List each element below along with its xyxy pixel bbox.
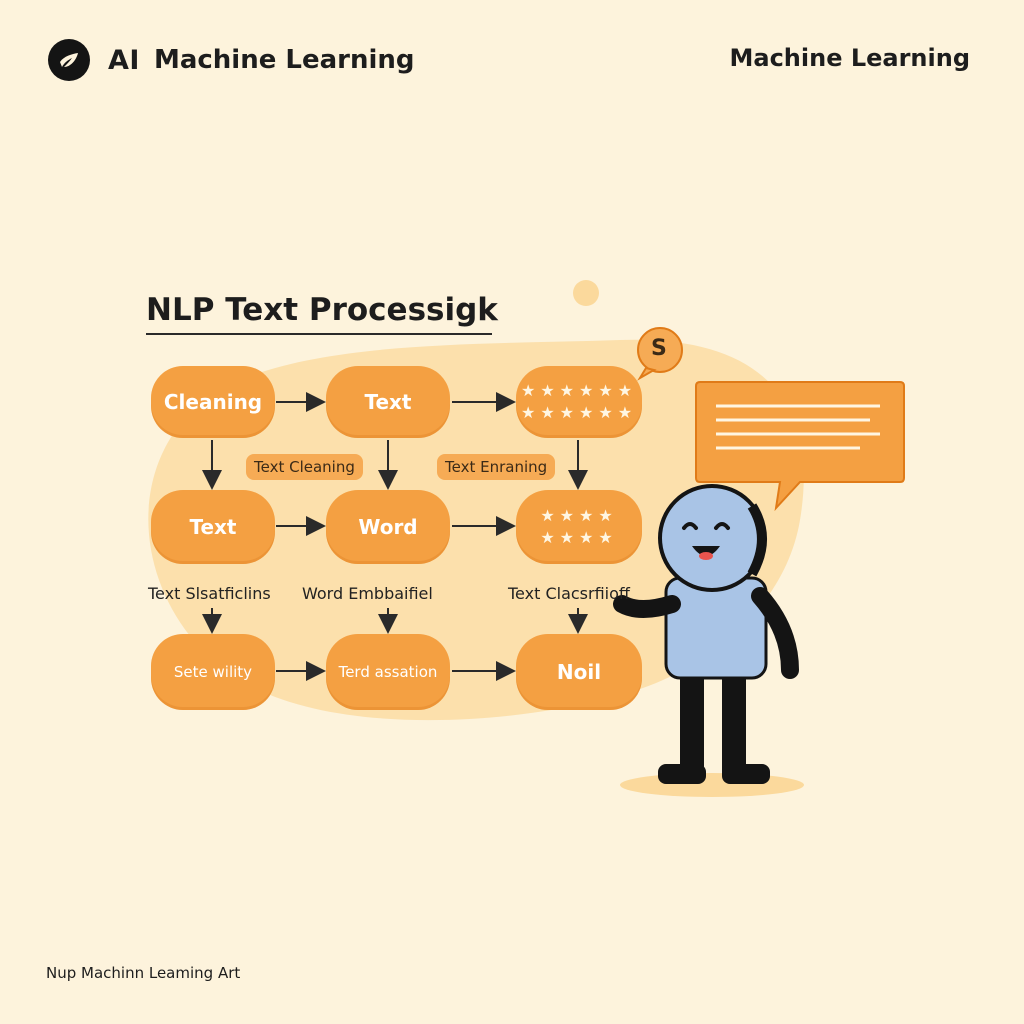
coin-symbol: S <box>651 336 667 361</box>
leaf-brain-icon <box>48 39 90 81</box>
background-blob <box>148 339 804 721</box>
node-label: Terd assation <box>338 663 438 681</box>
node-label: Noil <box>556 660 602 684</box>
node-text-2: Text <box>151 490 275 564</box>
header-right-title: Machine Learning <box>729 44 970 72</box>
node-text-1: Text <box>326 366 450 438</box>
rating-stars-icon: ★★★★★★ ★★★★★★ <box>520 381 638 422</box>
decor-dot <box>573 280 599 306</box>
brand: AI Machine Learning <box>48 38 415 82</box>
pill-text-cleaning: Text Cleaning <box>246 454 363 480</box>
node-label: Cleaning <box>163 390 263 414</box>
node-stars-1: ★★★★★★ ★★★★★★ <box>516 366 642 438</box>
connectors <box>202 392 588 681</box>
node-label: Text <box>364 390 412 414</box>
rating-stars-icon: ★★★★ ★★★★ <box>540 506 618 547</box>
node-sete-wility: Sete wility <box>151 634 275 710</box>
footer-caption: Nup Machinn Leaming Art <box>46 964 241 982</box>
caption-word-embedding: Word Embbaifiel <box>302 584 433 603</box>
caption-text-classifier: Text Clacsrfiioff <box>508 584 630 603</box>
node-terd-assation: Terd assation <box>326 634 450 710</box>
node-stars-2: ★★★★ ★★★★ <box>516 490 642 564</box>
node-word: Word <box>326 490 450 564</box>
node-label: Sete wility <box>173 663 253 681</box>
dollar-coin-icon <box>637 327 683 381</box>
pill-text-enraning: Text Enraning <box>437 454 556 480</box>
node-label: Text <box>189 515 237 539</box>
diagram-title: NLP Text Processigk <box>146 292 498 328</box>
node-cleaning: Cleaning <box>151 366 275 438</box>
robot-mascot-icon <box>613 484 804 797</box>
node-noil: Noil <box>516 634 642 710</box>
brand-short: AI <box>108 44 140 76</box>
speech-bubble-icon <box>695 381 905 512</box>
caption-text-classification: Text Slsatficlins <box>148 584 271 603</box>
title-underline <box>146 333 492 335</box>
brand-title: Machine Learning <box>153 45 415 75</box>
node-label: Word <box>358 515 418 539</box>
